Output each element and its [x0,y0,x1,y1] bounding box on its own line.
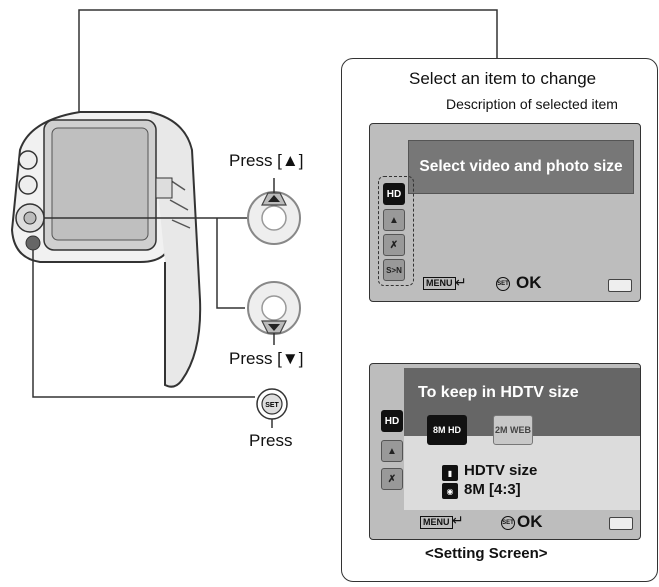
select-item-label: Select an item to change [409,69,597,88]
screen2-title: To keep in HDTV size [418,384,579,401]
scene-icon[interactable]: ▲ [383,209,405,231]
camera-illustration [10,111,202,388]
battery-icon-2 [609,517,633,530]
return-icon: ↵ [455,274,467,290]
set-icon-1: SET [496,277,510,291]
dial-up-illustration [247,178,301,245]
svg-text:SET: SET [265,402,279,409]
press-down-label: Press [▼] [229,349,304,368]
description-selected-label: Description of selected item [446,96,618,112]
return-icon-2: ↵ [452,512,464,528]
hd-icon-2[interactable]: HD [381,410,403,432]
press-label: Press [249,431,293,450]
ok-label-1: OK [516,273,542,292]
menu-footer-1: MENU [423,277,456,290]
info-resolution: 8M [4:3] [464,481,521,498]
option-8m-hd[interactable]: 8M HD [427,415,467,445]
set-button-illustration: SET [256,388,288,428]
description-box: Select video and photo size [408,140,634,194]
option-2m-web[interactable]: 2M WEB [493,415,533,445]
s-n-icon[interactable]: S>N [383,259,405,281]
setting-screen-caption: <Setting Screen> [425,545,548,562]
hd-icon[interactable]: HD [383,183,405,205]
menu-icons-highlight [378,176,414,286]
battery-icon-1 [608,279,632,292]
press-up-label: Press [▲] [229,151,304,170]
set-icon-2: SET [501,516,515,530]
camera-icon: ◉ [442,483,458,499]
info-hdtv-size: HDTV size [464,462,538,479]
menu-footer-2: MENU [420,516,453,529]
scene-icon-2[interactable]: ▲ [381,440,403,462]
dial-down-illustration [247,281,301,345]
ok-label-2: OK [517,512,543,531]
flash-off-icon-2[interactable]: ✗ [381,468,403,490]
flash-off-icon[interactable]: ✗ [383,234,405,256]
video-icon: ▮ [442,465,458,481]
